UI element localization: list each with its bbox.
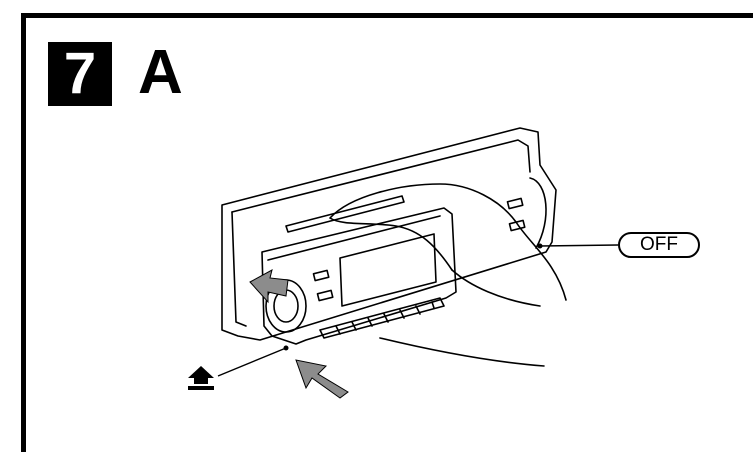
detachable-front-panel (261, 207, 457, 345)
release-eject-icon (188, 366, 214, 390)
section-letter: A (138, 38, 183, 107)
release-leader-line (217, 347, 287, 377)
hand-outline (329, 183, 567, 367)
preset-button-row (319, 297, 445, 339)
panel-key (316, 289, 334, 302)
panel-key (312, 269, 330, 282)
panel-key (506, 197, 524, 210)
off-button-callout: OFF (618, 232, 700, 258)
push-arrow-bottom (295, 359, 349, 399)
stereo-chassis-outline (221, 127, 557, 341)
media-slot (285, 195, 405, 233)
step-number-badge: 7 (48, 42, 112, 106)
press-arrow-left (249, 269, 289, 304)
off-leader-line (539, 244, 619, 247)
illustration-frame (21, 13, 753, 452)
display-window (339, 233, 437, 307)
panel-key (508, 219, 526, 232)
